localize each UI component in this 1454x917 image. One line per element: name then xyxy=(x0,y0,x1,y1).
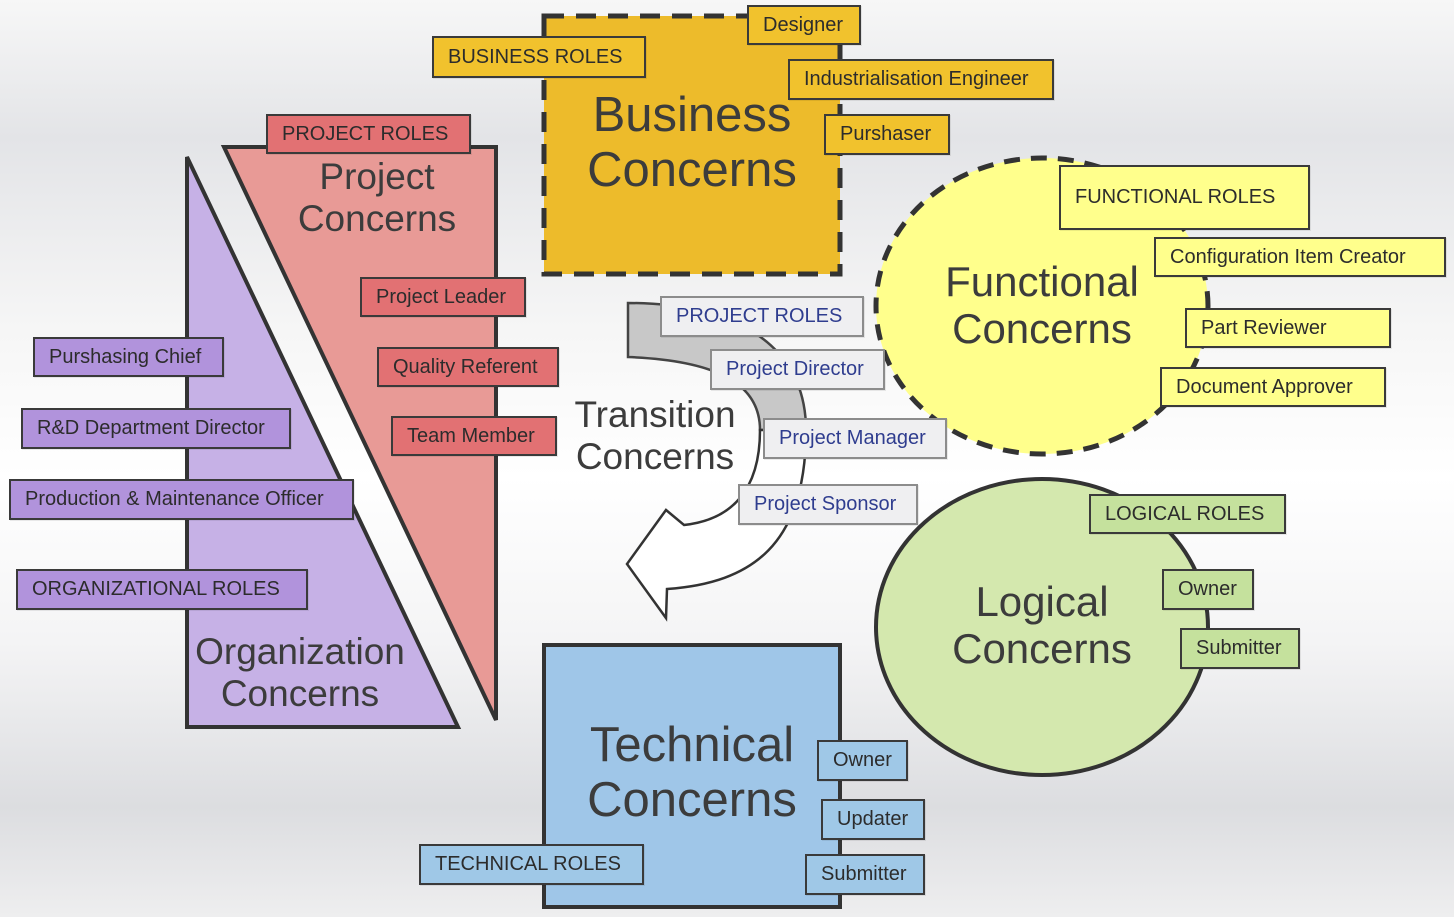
role-tag: Quality Referent xyxy=(377,347,559,387)
business-roles-title: BUSINESS ROLES xyxy=(432,36,646,78)
transition-roles-title: PROJECT ROLES xyxy=(660,296,864,337)
organization-line2: Concerns xyxy=(220,672,380,714)
logical-line2: Concerns xyxy=(952,625,1132,673)
role-tag: Configuration Item Creator xyxy=(1154,237,1446,277)
organizational-roles-title: ORGANIZATIONAL ROLES xyxy=(16,569,308,610)
business-concerns-title: Business Concerns xyxy=(544,88,840,199)
project-roles-title: PROJECT ROLES xyxy=(266,114,471,154)
functional-line1: Functional xyxy=(945,258,1139,305)
project-concerns-title: Project Concerns xyxy=(262,156,492,240)
business-line2: Concerns xyxy=(587,143,797,198)
role-tag: Submitter xyxy=(805,854,925,895)
technical-line1: Technical xyxy=(589,718,795,772)
organization-concerns-title: Organization Concerns xyxy=(180,631,420,715)
role-tag: Part Reviewer xyxy=(1185,308,1391,348)
logical-concerns-shape xyxy=(874,477,1210,777)
role-tag: R&D Department Director xyxy=(21,408,291,449)
role-tag: Project Leader xyxy=(360,277,526,317)
business-line1: Business xyxy=(592,88,792,142)
technical-concerns-title: Technical Concerns xyxy=(544,718,840,829)
transition-line2: Concerns xyxy=(575,435,735,477)
role-tag: Team Member xyxy=(391,416,557,456)
functional-line2: Concerns xyxy=(952,305,1132,353)
project-line1: Project xyxy=(319,156,435,197)
transition-line1: Transition xyxy=(574,394,736,435)
role-tag: Updater xyxy=(821,799,925,840)
transition-concerns-title: Transition Concerns xyxy=(560,394,750,478)
technical-line2: Concerns xyxy=(587,773,797,828)
role-tag: Purshaser xyxy=(824,114,950,155)
logical-concerns-title: Logical Concerns xyxy=(912,578,1172,673)
technical-roles-title: TECHNICAL ROLES xyxy=(419,844,644,885)
functional-roles-title: FUNCTIONAL ROLES xyxy=(1059,165,1310,230)
role-tag: Document Approver xyxy=(1160,367,1386,407)
role-tag: Purshasing Chief xyxy=(33,337,224,377)
role-tag: Project Sponsor xyxy=(738,484,918,525)
role-tag: Submitter xyxy=(1180,628,1300,669)
role-tag: Project Director xyxy=(710,349,885,390)
role-tag: Owner xyxy=(817,740,908,781)
logical-line1: Logical xyxy=(975,578,1109,625)
role-tag: Project Manager xyxy=(763,418,947,459)
organization-line1: Organization xyxy=(195,631,405,672)
logical-roles-title: LOGICAL ROLES xyxy=(1089,494,1286,534)
role-tag: Designer xyxy=(747,5,861,45)
role-tag: Production & Maintenance Officer xyxy=(9,479,354,520)
functional-concerns-shape xyxy=(873,155,1211,457)
role-tag: Industrialisation Engineer xyxy=(788,59,1054,100)
project-line2: Concerns xyxy=(297,197,457,239)
role-tag: Owner xyxy=(1162,569,1254,610)
functional-concerns-title: Functional Concerns xyxy=(912,258,1172,353)
